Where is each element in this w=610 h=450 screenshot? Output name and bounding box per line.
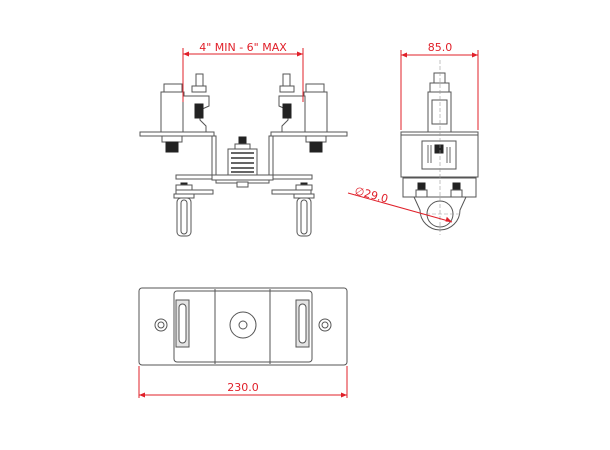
side-view: 85.0 ∅29.0	[347, 41, 479, 235]
plan-view: 230.0	[138, 287, 348, 398]
left-top-plate	[139, 131, 215, 137]
right-lower-arm	[271, 189, 312, 195]
right-beam-clamp	[278, 73, 328, 153]
clamp-spacing-label: 4" MIN - 6" MAX	[199, 41, 287, 54]
center-plate	[211, 174, 274, 181]
right-top-plate	[270, 131, 348, 137]
clamp-spacing-dimension: 4" MIN - 6" MAX	[182, 41, 304, 102]
left-lower-arm	[175, 189, 214, 195]
length-dimension: 230.0	[138, 366, 348, 398]
front-view: 4" MIN - 6" MAX	[139, 41, 348, 237]
width-dimension: 85.0	[400, 41, 479, 130]
left-beam-clamp	[160, 73, 210, 153]
right-hanger-hook	[293, 182, 315, 237]
spring-isolator	[227, 136, 258, 188]
length-label: 230.0	[227, 381, 259, 394]
diameter-label: ∅29.0	[353, 184, 389, 205]
left-hanger-hook	[173, 182, 195, 237]
width-label: 85.0	[428, 41, 453, 54]
